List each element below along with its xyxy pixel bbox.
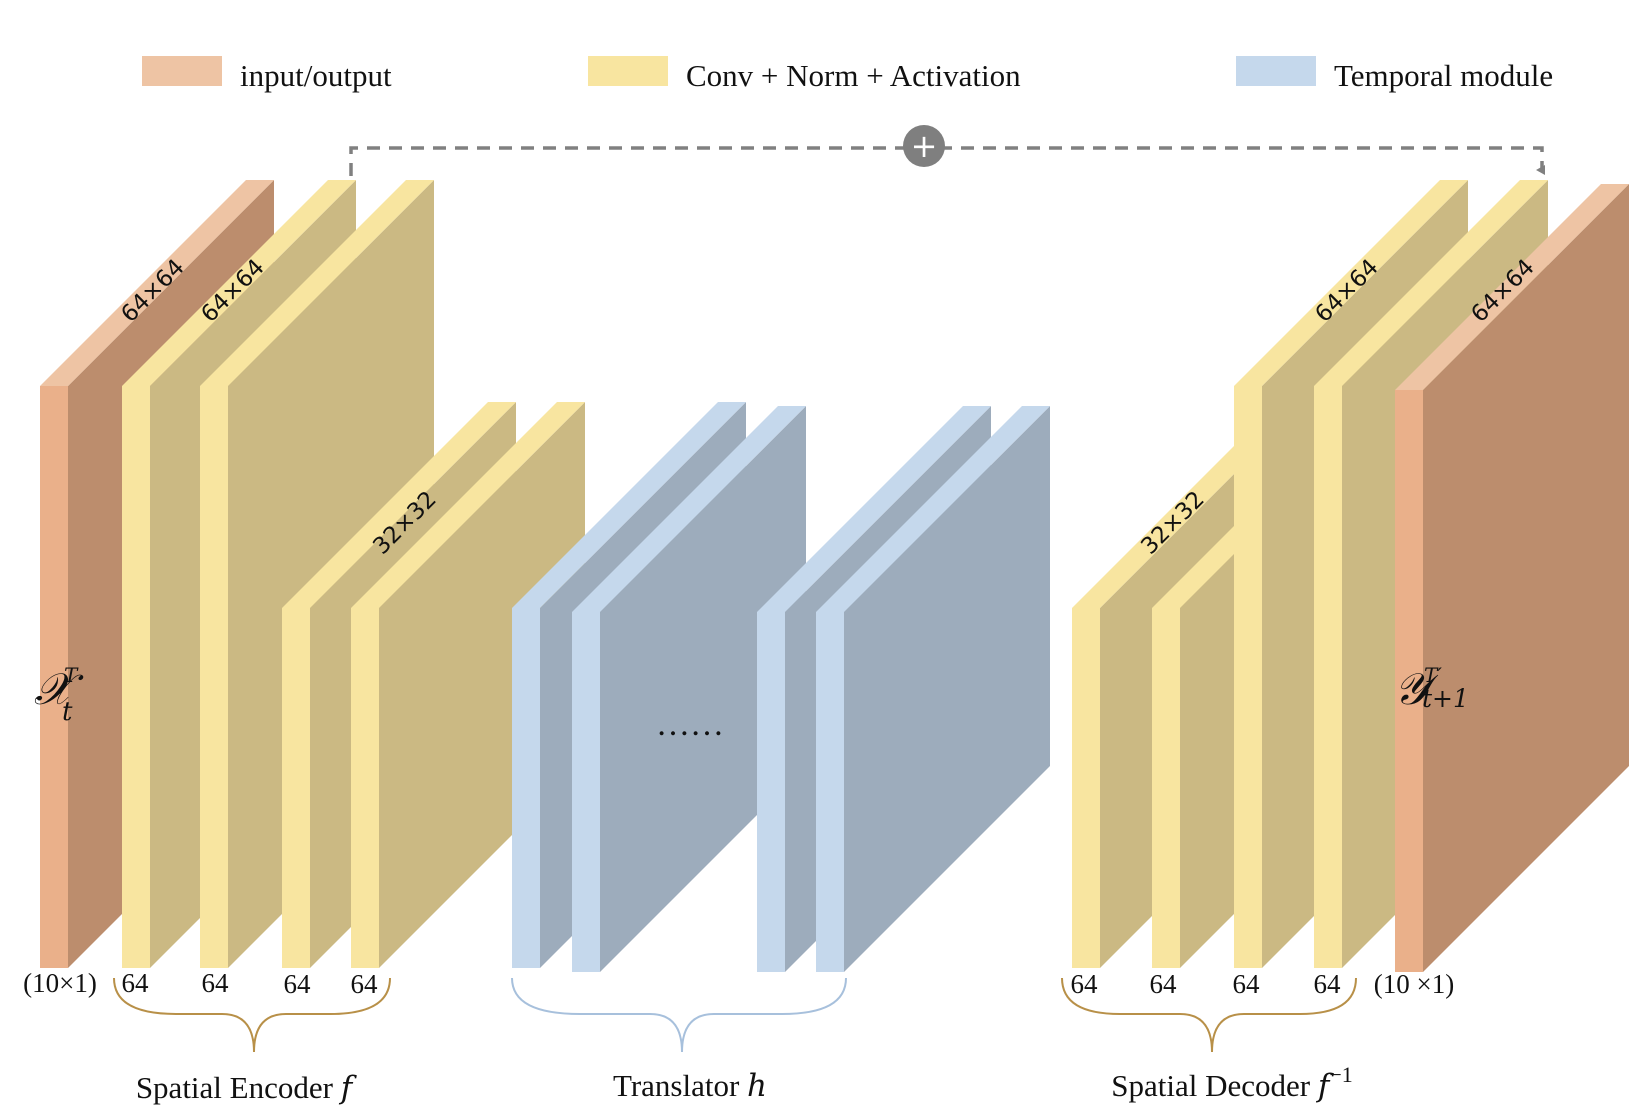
section-title-decoder: Spatial Decoder f−1 [1111,1062,1353,1104]
section-title-translator-text: Translator [613,1068,747,1103]
section-braces [113,977,1357,1053]
legend-label-input-output: input/output [240,58,392,93]
translator-ellipsis: …… [656,706,724,743]
output-layer-top [1395,184,1629,390]
decoder-conv-4-top [1314,180,1548,386]
encoder-conv-4-front [351,608,379,968]
section-title-decoder-superscript: −1 [1329,1062,1352,1087]
legend-label-temporal-module: Temporal module [1334,58,1553,93]
input-layer-front [40,386,68,968]
input-layer-top [40,180,274,386]
channel-label-encoder-2: 64 [202,968,230,998]
section-title-encoder: Spatial Encoder f [136,1070,358,1106]
encoder-conv-2-top [200,180,434,386]
encoder-conv-4-side [379,402,585,968]
channel-label-input: (10×1) [23,968,97,998]
channel-label-decoder-2: 64 [1150,969,1178,999]
output-tensor-label: 𝒴 t+1 T′ [1394,663,1469,715]
translator-block-2-front [572,612,600,972]
section-title-encoder-text: Spatial Encoder [136,1070,341,1105]
translator-block-4-side [844,406,1050,972]
translator-block-3-top [757,406,991,612]
encoder-brace [113,977,391,1053]
output-layer [1395,184,1629,972]
channel-labels: (10×1) 64 64 64 64 64 64 64 64 (10 ×1) [23,968,1454,999]
translator-block-2 [572,406,806,972]
output-superscript: T′ [1424,663,1442,687]
translator-brace [511,977,847,1053]
legend-swatch-temporal-module [1236,56,1316,86]
translator-block-2-top [572,406,806,612]
translator-block-4 [816,406,1050,972]
skip-connection: + [349,125,1545,176]
translator-block-1-front [512,608,540,968]
channel-label-encoder-4: 64 [351,969,379,999]
encoder-conv-3-front [282,608,310,968]
translator-block-3-front [757,612,785,972]
section-title-translator-symbol: h [747,1068,767,1104]
section-title-decoder-text: Spatial Decoder [1111,1068,1318,1103]
legend-swatch-conv-norm-activation [588,56,668,86]
add-operation-icon [903,125,945,167]
decoder-conv-1-front [1072,608,1100,968]
legend-label-conv-norm-activation: Conv + Norm + Activation [686,58,1021,93]
input-superscript: T [64,663,79,687]
legend-item-input-output: input/output [142,56,392,93]
decoder-conv-3-front [1234,386,1262,968]
legend: input/output Conv + Norm + Activation Te… [142,56,1553,93]
legend-swatch-input-output [142,56,222,86]
translator-block-4-top [816,406,1050,612]
translator-block-4-front [816,612,844,972]
encoder-conv-3-top [282,402,516,608]
encoder-conv-4-top [351,402,585,608]
translator-block-2-side [600,406,806,972]
add-operation-symbol: + [911,127,938,165]
channel-label-decoder-1: 64 [1071,969,1099,999]
channel-label-decoder-4: 64 [1314,969,1342,999]
channel-label-decoder-3: 64 [1233,969,1261,999]
section-title-translator: Translator h [613,1068,767,1104]
section-title-encoder-symbol: f [339,1070,358,1106]
output-layer-side [1423,184,1629,972]
encoder-conv-2-front [200,386,228,968]
output-subscript: t+1 [1422,684,1469,713]
translator-block-1-top [512,402,746,608]
decoder-conv-4-front [1314,386,1342,968]
channel-label-encoder-3: 64 [284,969,312,999]
encoder-conv-1-front [122,386,150,968]
decoder-conv-3-top [1234,180,1468,386]
decoder-conv-2-front [1152,608,1180,968]
decoder-brace [1061,977,1357,1053]
channel-label-encoder-1: 64 [122,968,150,998]
skip-connection-line [349,146,1545,176]
encoder-conv-4 [351,402,585,968]
channel-label-output: (10 ×1) [1374,969,1454,999]
legend-item-temporal-module: Temporal module [1236,56,1553,93]
encoder-conv-1-top [122,180,356,386]
legend-item-conv-norm-activation: Conv + Norm + Activation [588,56,1021,93]
output-layer-front [1395,390,1423,972]
input-subscript: t [62,697,73,727]
